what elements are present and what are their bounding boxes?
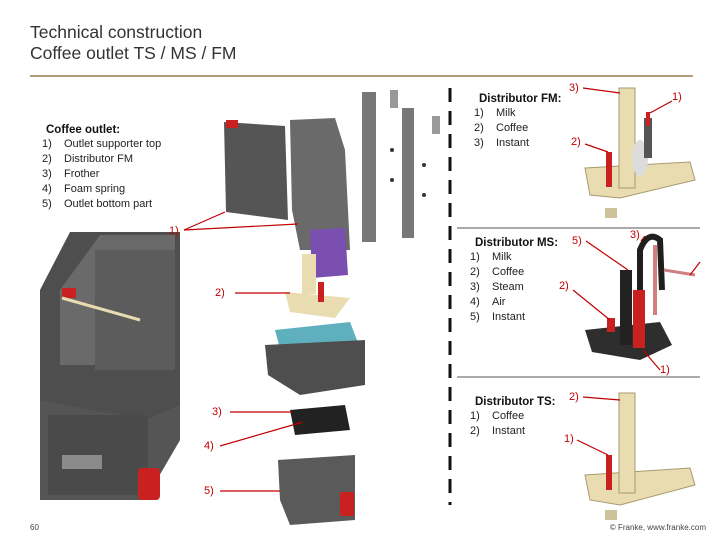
callout-exploded-3: 3) [212, 406, 222, 418]
list-item: 2)Distributor FM [42, 153, 134, 165]
page-number: 60 [30, 523, 39, 532]
callout-ms-3: 3) [630, 229, 640, 241]
distributor-ts-heading: Distributor TS: [475, 396, 556, 408]
callout-ms-2: 2) [559, 280, 569, 292]
list-item: 1)Milk [470, 251, 512, 263]
coffee-outlet-list: Coffee outlet: 1)Outlet supporter top 2)… [42, 124, 161, 212]
list-item: 1)Coffee [470, 410, 525, 422]
title-divider [30, 75, 693, 77]
list-item: 2)Instant [470, 425, 526, 437]
distributor-ms-list: Distributor MS: 1)Milk 2)Coffee 3)Steam … [470, 237, 558, 325]
distributor-ms-heading: Distributor MS: [475, 237, 559, 249]
callout-exploded-2: 2) [215, 287, 225, 299]
callout-exploded-4: 4) [204, 440, 214, 452]
callout-exploded-5: 5) [204, 485, 214, 497]
list-item: 4)Foam spring [42, 183, 126, 195]
callout-ts-2: 2) [569, 391, 579, 403]
list-item: 4)Air [470, 296, 506, 308]
exploded-view-image [183, 90, 440, 525]
copyright: © Franke, www.franke.com [609, 523, 706, 532]
title-line-2: Coffee outlet TS / MS / FM [30, 43, 237, 63]
callout-exploded-1: 1) [169, 225, 179, 237]
callout-fm-2: 2) [571, 136, 581, 148]
distributor-fm-list: Distributor FM: 1)Milk 2)Coffee 3)Instan… [474, 93, 561, 151]
callout-fm-1: 1) [672, 91, 682, 103]
list-item: 5)Outlet bottom part [42, 198, 153, 210]
callout-fm-3: 3) [569, 82, 579, 94]
list-item: 2)Coffee [474, 122, 529, 134]
assembled-outlet-image [40, 232, 180, 500]
distributor-ts-list: Distributor TS: 1)Coffee 2)Instant [470, 396, 556, 439]
page-title: Technical construction Coffee outlet TS … [30, 22, 237, 64]
list-item: 3)Steam [470, 281, 524, 293]
distributor-ms-image [572, 233, 701, 371]
list-item: 3)Instant [474, 137, 530, 149]
callout-ms-1: 1) [660, 364, 670, 376]
list-item: 1)Outlet supporter top [42, 138, 162, 150]
callout-ts-1: 1) [564, 433, 574, 445]
list-item: 2)Coffee [470, 266, 525, 278]
callout-ms-5: 5) [572, 235, 582, 247]
title-line-1: Technical construction [30, 22, 203, 42]
distributor-fm-image [582, 87, 696, 218]
list-item: 5)Instant [470, 311, 526, 323]
list-item: 1)Milk [474, 107, 516, 119]
distributor-ts-image [576, 392, 696, 520]
distributor-fm-heading: Distributor FM: [479, 93, 562, 105]
list-item: 3)Frother [42, 168, 100, 180]
coffee-outlet-heading: Coffee outlet: [46, 124, 121, 136]
